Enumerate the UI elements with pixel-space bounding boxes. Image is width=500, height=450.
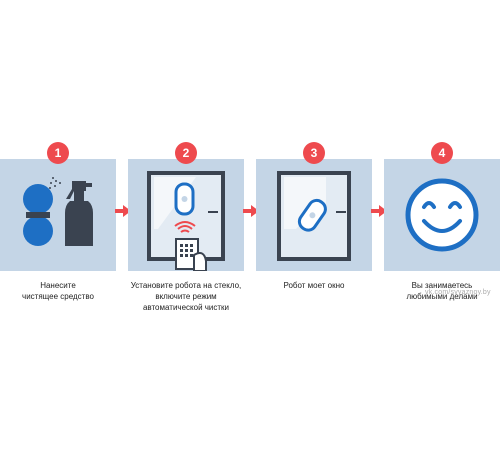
arrow-right-icon xyxy=(371,205,387,217)
step-number-badge: 3 xyxy=(303,142,325,164)
watermark-text: vk.com/svyaznoy.by xyxy=(425,289,491,296)
step-panel xyxy=(128,159,244,271)
step-panel xyxy=(0,159,116,271)
step-caption: Установите робота на стекло, включите ре… xyxy=(114,280,258,313)
robot-on-window-remote-icon xyxy=(147,171,225,271)
smiley-face-icon xyxy=(405,178,479,252)
robot-cleaning-window-icon xyxy=(277,171,351,261)
caption-line: включите режим xyxy=(155,292,217,301)
caption-line: Установите робота на стекло, xyxy=(130,281,242,290)
step-panel xyxy=(256,159,372,271)
caption-line: Нанесите xyxy=(40,281,76,290)
step-caption: Нанесите чистящее средство xyxy=(0,280,130,302)
step-caption: Робот моет окно xyxy=(242,280,386,291)
caption-line: автоматической чистки xyxy=(142,303,230,312)
caption-line: Робот моет окно xyxy=(283,281,345,290)
step-number-badge: 4 xyxy=(431,142,453,164)
caption-line: чистящее средство xyxy=(22,292,94,301)
step-caption: Вы занимаетесь любимыми делами xyxy=(370,280,500,302)
caption-line: Вы занимаетесь xyxy=(411,281,473,290)
step-number-badge: 2 xyxy=(175,142,197,164)
step-panel xyxy=(384,159,500,271)
caption-line: любимыми делами xyxy=(406,292,478,301)
arrow-right-icon xyxy=(115,205,131,217)
cleaning-spray-icon xyxy=(23,177,93,246)
step-number-badge: 1 xyxy=(47,142,69,164)
arrow-right-icon xyxy=(243,205,259,217)
